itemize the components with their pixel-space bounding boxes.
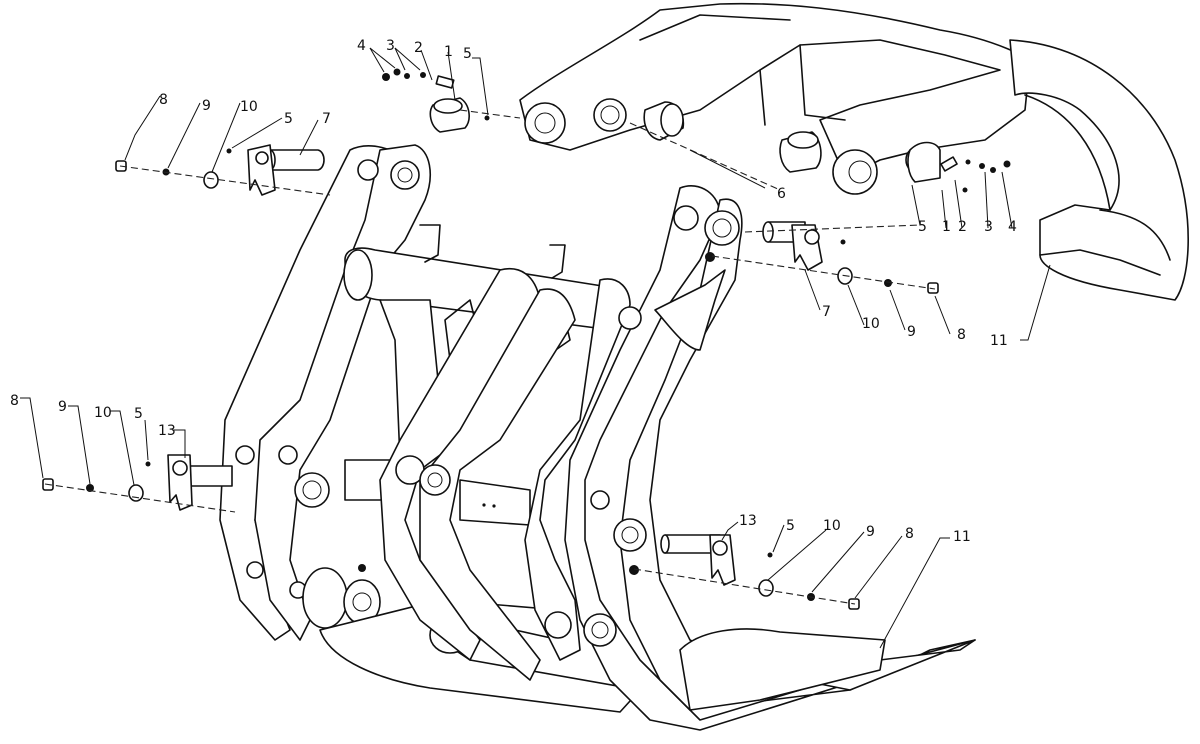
callout-7: 7	[322, 111, 331, 127]
callout-3: 3	[386, 38, 395, 54]
callout-11: 11	[990, 333, 1008, 349]
callout-9: 9	[907, 324, 916, 340]
callout-8: 8	[957, 327, 966, 343]
upper-arm	[519, 2, 1189, 301]
callout-13: 13	[739, 513, 757, 529]
callout-3: 3	[984, 219, 993, 235]
middle-frame	[379, 268, 576, 681]
callout-4: 4	[1008, 219, 1017, 235]
callout-7: 7	[822, 304, 831, 320]
callout-2: 2	[414, 40, 423, 56]
leader-lines	[20, 47, 1051, 649]
callout-10: 10	[94, 405, 112, 421]
callout-5: 5	[134, 406, 143, 422]
callout-6: 6	[777, 186, 786, 202]
callout-9: 9	[202, 98, 211, 114]
callout-5: 5	[786, 518, 795, 534]
callout-1: 1	[444, 44, 453, 60]
callout-10: 10	[862, 316, 880, 332]
callout-13: 13	[158, 423, 176, 439]
assembly-lines	[44, 109, 936, 605]
callout-4: 4	[357, 38, 366, 54]
pins	[167, 75, 958, 586]
callout-8: 8	[159, 92, 168, 108]
callout-labels: 4 3 2 1 5 8 9 10 5 7 6 5 1 2 3 4 7 10 9 …	[10, 38, 1017, 545]
callout-9: 9	[866, 524, 875, 540]
callout-5: 5	[284, 111, 293, 127]
right-frame	[524, 185, 976, 731]
callout-5: 5	[918, 219, 927, 235]
callout-11: 11	[953, 529, 971, 545]
callout-8: 8	[905, 526, 914, 542]
callout-2: 2	[958, 219, 967, 235]
callout-8: 8	[10, 393, 19, 409]
callout-10: 10	[240, 99, 258, 115]
callout-5: 5	[463, 46, 472, 62]
callout-1: 1	[942, 219, 951, 235]
callout-10: 10	[823, 518, 841, 534]
callout-9: 9	[58, 399, 67, 415]
